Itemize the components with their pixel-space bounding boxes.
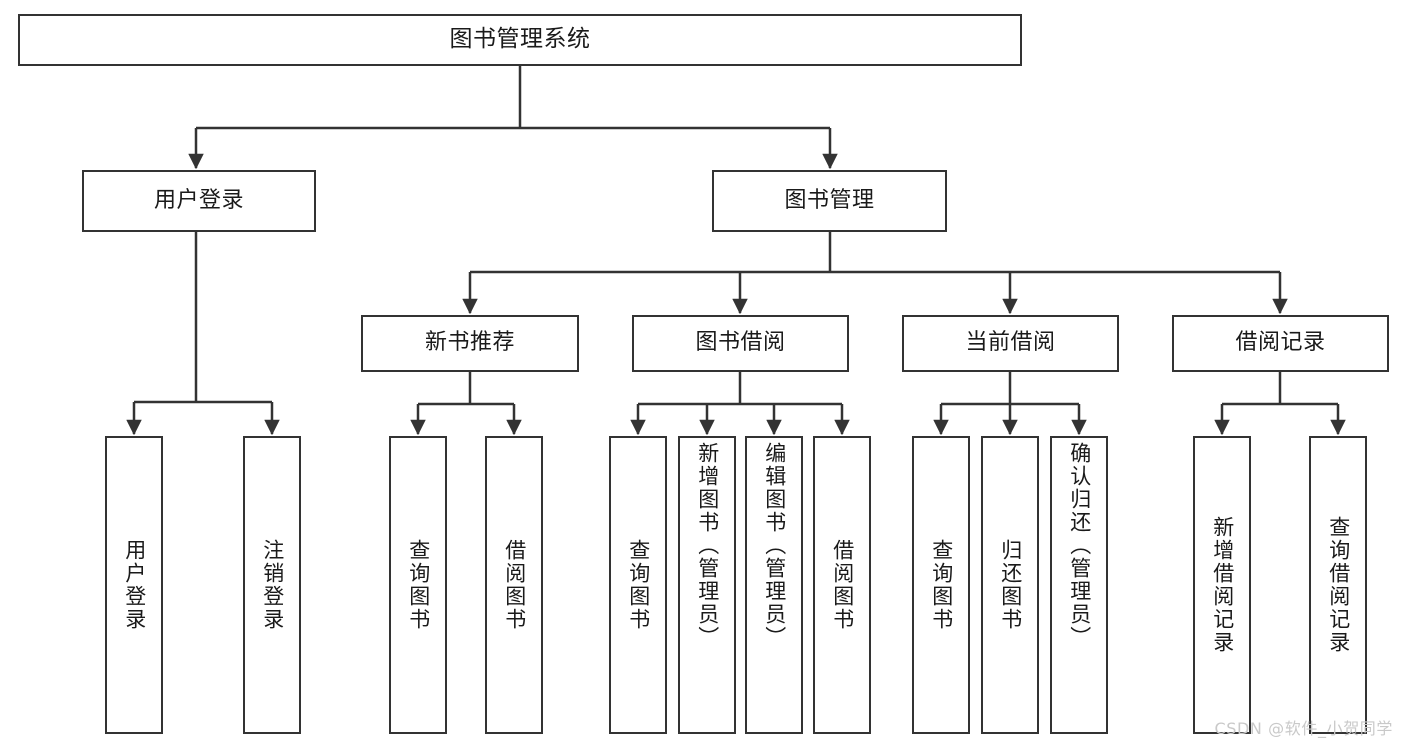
node-root-label: 图书管理系统 bbox=[449, 26, 591, 53]
node-leaf-logout-login-label: 注销登录 bbox=[260, 539, 285, 631]
node-leaf-logout-login[interactable]: 注销登录 bbox=[243, 436, 301, 734]
node-leaf-return-book-label: 归还图书 bbox=[998, 539, 1023, 631]
node-leaf-user-login[interactable]: 用户登录 bbox=[105, 436, 163, 734]
node-leaf-query-book-2[interactable]: 查询图书 bbox=[609, 436, 667, 734]
node-leaf-borrow-book-1[interactable]: 借阅图书 bbox=[485, 436, 543, 734]
node-borrow-record[interactable]: 借阅记录 bbox=[1172, 315, 1389, 372]
node-leaf-borrow-book-2-label: 借阅图书 bbox=[830, 539, 855, 631]
node-leaf-query-book-1[interactable]: 查询图书 bbox=[389, 436, 447, 734]
node-leaf-add-record[interactable]: 新增借阅记录 bbox=[1193, 436, 1251, 734]
node-leaf-query-book-2-label: 查询图书 bbox=[626, 539, 651, 631]
node-leaf-query-book-3-label: 查询图书 bbox=[929, 539, 954, 631]
node-new-book-rec-label: 新书推荐 bbox=[424, 330, 515, 356]
node-book-borrow-label: 图书借阅 bbox=[695, 330, 786, 356]
node-book-manage-label: 图书管理 bbox=[784, 187, 875, 213]
node-leaf-confirm-return-label: 确认归还（管理员） bbox=[1067, 442, 1092, 649]
node-user-login[interactable]: 用户登录 bbox=[82, 170, 316, 232]
node-leaf-user-login-label: 用户登录 bbox=[122, 539, 147, 631]
node-book-borrow[interactable]: 图书借阅 bbox=[632, 315, 849, 372]
node-leaf-borrow-book-1-label: 借阅图书 bbox=[502, 539, 527, 631]
node-book-manage[interactable]: 图书管理 bbox=[712, 170, 947, 232]
node-leaf-query-book-3[interactable]: 查询图书 bbox=[912, 436, 970, 734]
node-new-book-rec[interactable]: 新书推荐 bbox=[361, 315, 579, 372]
node-current-borrow-label: 当前借阅 bbox=[965, 330, 1056, 356]
node-leaf-add-record-label: 新增借阅记录 bbox=[1210, 516, 1235, 654]
node-leaf-return-book[interactable]: 归还图书 bbox=[981, 436, 1039, 734]
node-borrow-record-label: 借阅记录 bbox=[1235, 330, 1326, 356]
node-leaf-query-record-label: 查询借阅记录 bbox=[1326, 516, 1351, 654]
node-leaf-query-record[interactable]: 查询借阅记录 bbox=[1309, 436, 1367, 734]
node-current-borrow[interactable]: 当前借阅 bbox=[902, 315, 1119, 372]
node-user-login-label: 用户登录 bbox=[153, 187, 244, 213]
node-leaf-edit-book[interactable]: 编辑图书（管理员） bbox=[745, 436, 803, 734]
node-leaf-query-book-1-label: 查询图书 bbox=[406, 539, 431, 631]
node-leaf-add-book-label: 新增图书（管理员） bbox=[695, 442, 720, 649]
node-root[interactable]: 图书管理系统 bbox=[18, 14, 1022, 66]
node-leaf-confirm-return[interactable]: 确认归还（管理员） bbox=[1050, 436, 1108, 734]
node-leaf-edit-book-label: 编辑图书（管理员） bbox=[762, 442, 787, 649]
node-leaf-add-book[interactable]: 新增图书（管理员） bbox=[678, 436, 736, 734]
node-leaf-borrow-book-2[interactable]: 借阅图书 bbox=[813, 436, 871, 734]
watermark: CSDN @软件_小贺同学 bbox=[1214, 719, 1393, 738]
